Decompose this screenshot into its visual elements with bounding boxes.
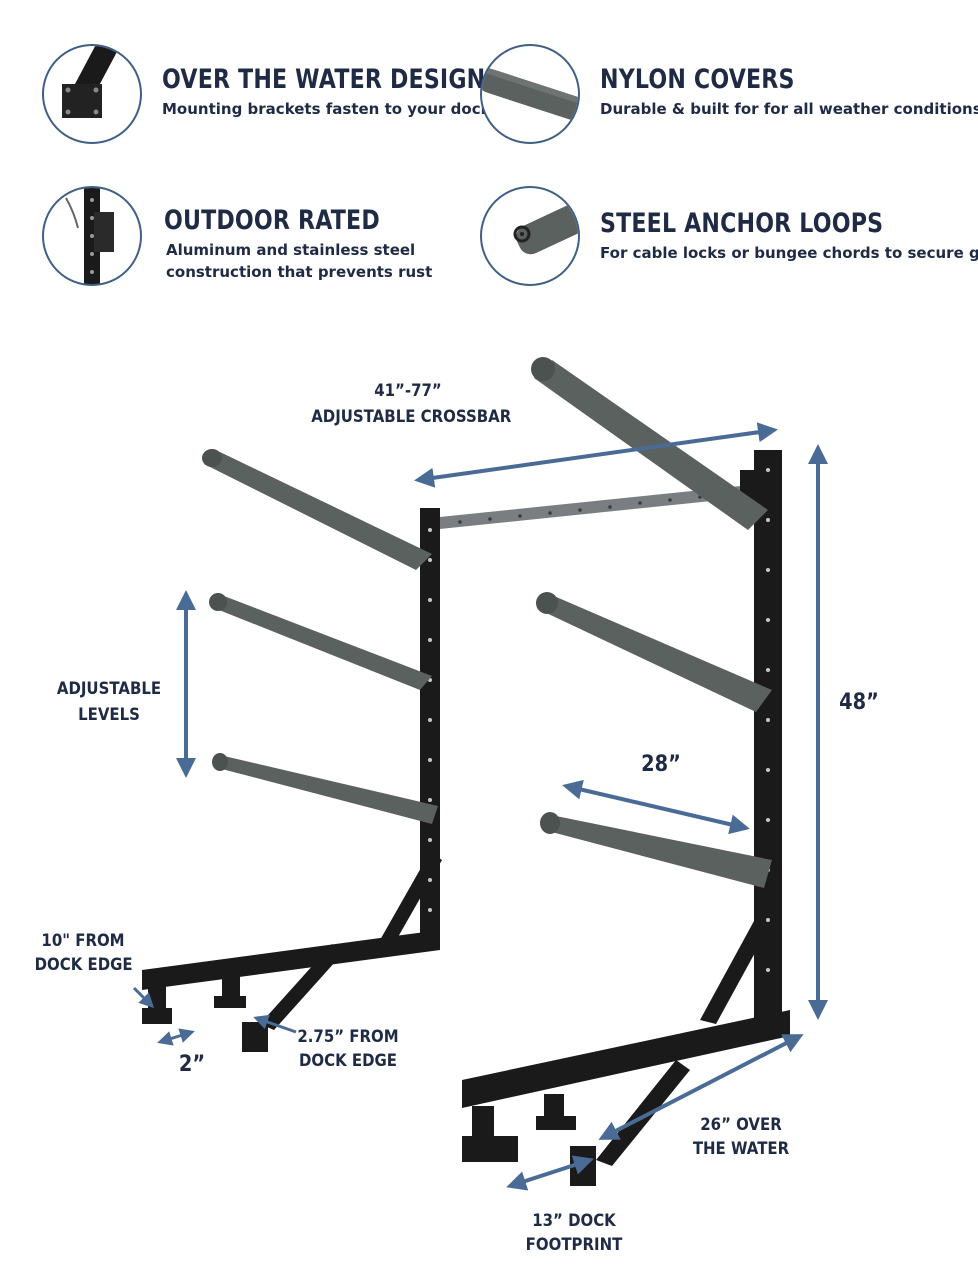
anchor-loops-icon-circle bbox=[480, 186, 580, 286]
dock-edge-275-arrow bbox=[253, 1014, 297, 1034]
dock-edge-275-line1: 2.75” FROM bbox=[297, 1027, 399, 1047]
feature-desc-over-water: Mounting brackets fasten to your dock bbox=[162, 100, 491, 118]
arm-length-label: 28” bbox=[641, 752, 681, 777]
foot-width-arrow bbox=[157, 1028, 195, 1046]
nylon-covers-icon-circle bbox=[480, 44, 580, 144]
crossbar-caption-label: ADJUSTABLE CROSSBAR bbox=[311, 407, 512, 427]
dock-edge-10-line1: 10" FROM bbox=[41, 931, 125, 951]
feature-desc-outdoor-rated-line1: Aluminum and stainless steel bbox=[166, 241, 416, 259]
right-upright-frame bbox=[462, 450, 790, 1186]
frame-adjustment-holes bbox=[428, 468, 770, 972]
levels-label-line2: LEVELS bbox=[78, 705, 140, 725]
footprint-line2: FOOTPRINT bbox=[525, 1235, 623, 1255]
feature-desc-nylon-covers: Durable & built for for all weather cond… bbox=[600, 100, 978, 118]
dock-edge-10-arrow bbox=[132, 986, 155, 1009]
foot-width-label: 2” bbox=[178, 1052, 206, 1077]
over-water-dimension-arrow bbox=[598, 1034, 804, 1140]
feature-title-over-water: OVER THE WATER DESIGN bbox=[162, 64, 486, 95]
feature-title-nylon-covers: NYLON COVERS bbox=[600, 64, 795, 95]
footprint-line1: 13” DOCK bbox=[532, 1211, 616, 1231]
left-arm-top bbox=[202, 449, 432, 570]
feature-title-outdoor-rated: OUTDOOR RATED bbox=[164, 205, 380, 236]
padded-arm-icon bbox=[482, 67, 578, 121]
levels-label-line1: ADJUSTABLE bbox=[56, 679, 162, 699]
bracket-icon bbox=[62, 46, 121, 118]
padded-arms bbox=[202, 357, 772, 888]
feature-desc-anchor-loops: For cable locks or bungee chords to secu… bbox=[600, 244, 978, 262]
dimension-arrows bbox=[132, 422, 828, 1191]
over-the-water-icon-circle bbox=[42, 44, 142, 144]
over-water-line2: THE WATER bbox=[692, 1139, 790, 1159]
arm-length-dimension-arrow bbox=[562, 779, 750, 835]
footprint-dimension-arrow bbox=[506, 1155, 594, 1191]
left-arm-middle bbox=[209, 593, 432, 690]
feature-desc-outdoor-rated-line2: construction that prevents rust bbox=[166, 263, 433, 281]
crossbar-range-label: 41”-77” bbox=[374, 381, 442, 401]
outdoor-rated-icon-circle bbox=[42, 186, 142, 286]
crossbar-dimension-arrow bbox=[414, 422, 778, 488]
feature-title-anchor-loops: STEEL ANCHOR LOOPS bbox=[600, 208, 884, 239]
over-water-line1: 26” OVER bbox=[700, 1115, 782, 1135]
height-label: 48” bbox=[839, 690, 879, 715]
right-arm-middle bbox=[536, 592, 772, 712]
right-arm-bottom bbox=[540, 812, 772, 888]
dock-edge-275-line2: DOCK EDGE bbox=[298, 1051, 398, 1071]
left-arm-bottom bbox=[212, 753, 438, 824]
frame-hinge-icon bbox=[65, 188, 114, 284]
dock-edge-10-line2: DOCK EDGE bbox=[34, 955, 133, 975]
left-upright-frame bbox=[142, 508, 442, 1052]
